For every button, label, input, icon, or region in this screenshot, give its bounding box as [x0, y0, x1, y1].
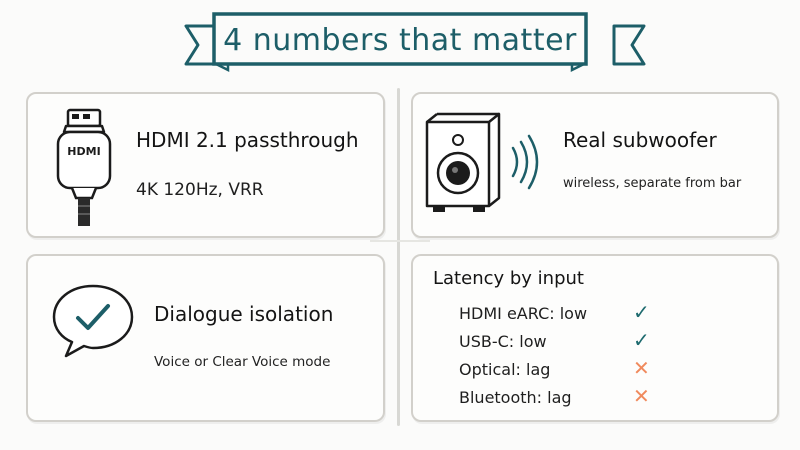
horizontal-divider	[370, 240, 430, 242]
check-icon: ✓	[633, 300, 650, 324]
cross-icon: ✕	[633, 384, 650, 408]
latency-card: Latency by input HDMI eARC: low ✓ USB-C:…	[411, 254, 779, 422]
sound-waves-icon	[511, 134, 539, 190]
title-banner: 4 numbers that matter	[0, 0, 800, 80]
latency-row-label: USB-C: low	[459, 332, 547, 351]
hdmi-cable-icon	[56, 108, 112, 226]
subwoofer-detail: wireless, separate from bar	[563, 176, 742, 191]
speaker-icon	[425, 112, 501, 212]
latency-row-label: Bluetooth: lag	[459, 388, 572, 407]
banner-ribbon	[184, 12, 646, 73]
subwoofer-card: Real subwoofer wireless, separate from b…	[411, 92, 779, 238]
latency-title: Latency by input	[433, 268, 584, 289]
subwoofer-title: Real subwoofer	[563, 128, 717, 152]
vertical-divider	[397, 88, 400, 426]
latency-row-label: Optical: lag	[459, 360, 551, 379]
page-title: 4 numbers that matter	[223, 22, 577, 58]
hdmi-icon-label: HDMI	[67, 145, 101, 158]
dialogue-title: Dialogue isolation	[154, 302, 334, 326]
hdmi-title: HDMI 2.1 passthrough	[136, 128, 359, 152]
dialogue-detail: Voice or Clear Voice mode	[154, 354, 331, 370]
hdmi-card: HDMI HDMI 2.1 passthrough 4K 120Hz, VRR	[26, 92, 385, 238]
latency-row-label: HDMI eARC: low	[459, 304, 588, 323]
speech-bubble-check-icon	[52, 284, 134, 358]
cross-icon: ✕	[633, 356, 650, 380]
dialogue-card: Dialogue isolation Voice or Clear Voice …	[26, 254, 385, 422]
hdmi-detail: 4K 120Hz, VRR	[136, 180, 264, 200]
check-icon: ✓	[633, 328, 650, 352]
